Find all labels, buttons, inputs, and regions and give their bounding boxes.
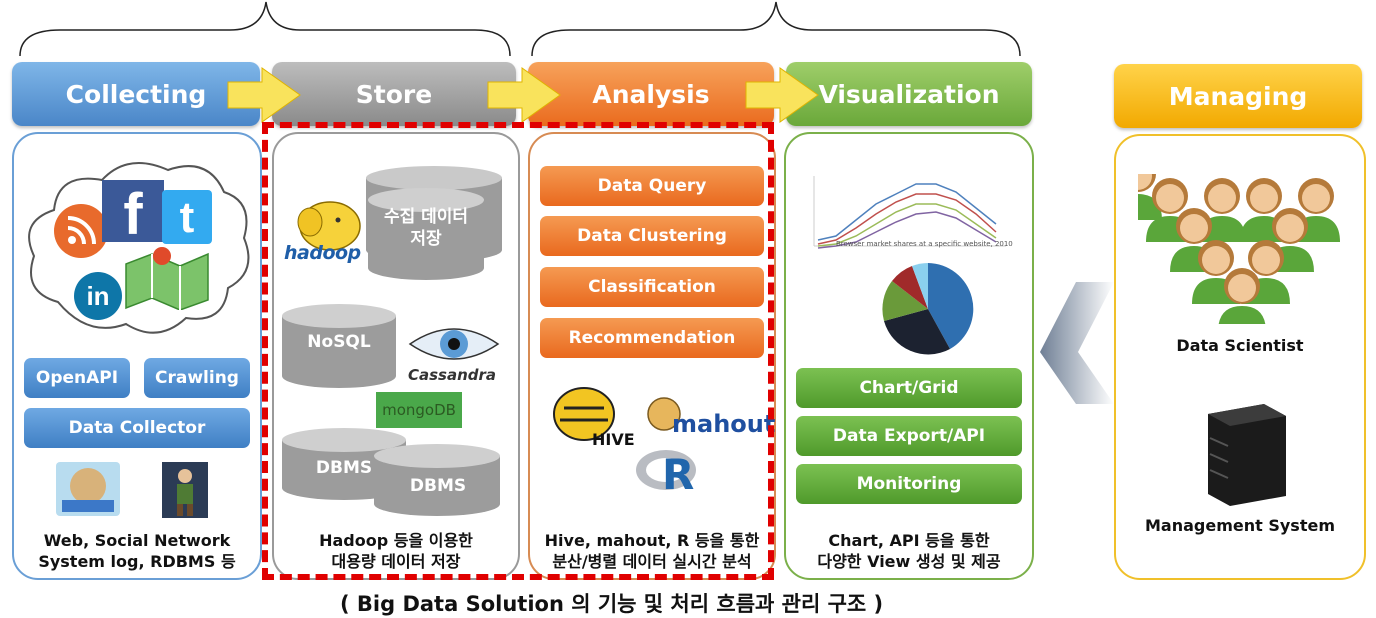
cylinder-dbms-2 (374, 444, 500, 516)
cylinder-nosql (282, 304, 396, 388)
highlight-box (262, 122, 774, 580)
cylinder-collected-data-front (368, 188, 484, 280)
pie-chart-thumbnail (882, 263, 974, 355)
flume-icon (56, 462, 120, 516)
monitoring-button[interactable]: Monitoring (796, 464, 1022, 504)
panel-managing: Data Scientist Management System (1114, 134, 1366, 580)
panel-collecting: f t in OpenAPI Crawling Data Collector W… (12, 132, 262, 580)
data-collector-button[interactable]: Data Collector (24, 408, 250, 448)
hive-logo-text: HIVE (592, 430, 635, 449)
data-export-api-button[interactable]: Data Export/API (796, 416, 1022, 456)
hive-logo-icon (553, 387, 615, 441)
map-icon (125, 247, 209, 310)
header-visualization: Visualization (786, 62, 1032, 126)
collecting-caption: Web, Social Network System log, RDBMS 등 (38, 531, 236, 571)
data-query-button[interactable]: Data Query (540, 166, 764, 206)
flow-arrows (227, 67, 819, 123)
analysis-caption: Hive, mahout, R 등을 통한 분산/병렬 데이터 실시간 분석 (544, 531, 760, 571)
header-store: Store (272, 62, 516, 126)
mahout-logo-text: mahout (672, 410, 776, 438)
linkedin-icon: in (74, 272, 122, 320)
twitter-icon: t (162, 190, 212, 244)
header-managing: Managing (1114, 64, 1362, 128)
recommendation-button[interactable]: Recommendation (540, 318, 764, 358)
cylinder-label-nosql: NoSQL (307, 332, 371, 352)
openapi-button[interactable]: OpenAPI (24, 358, 130, 398)
hadoop-logo-icon (297, 201, 361, 251)
crawler-icon (162, 462, 208, 518)
classification-button[interactable]: Classification (540, 267, 764, 307)
data-clustering-button[interactable]: Data Clustering (540, 216, 764, 256)
cassandra-logo-text: Cassandra (408, 366, 497, 384)
line-chart-thumbnail (813, 176, 1006, 249)
cylinder-label-dbms-2: DBMS (409, 476, 467, 496)
cylinder-label-dbms-1: DBMS (315, 458, 373, 478)
cassandra-eye-icon (408, 328, 500, 360)
people-group-icon (1138, 174, 1340, 324)
chart-grid-button[interactable]: Chart/Grid (796, 368, 1022, 408)
hadoop-logo-text: hadoop (284, 242, 361, 264)
arrow-icon (745, 67, 819, 123)
server-icon (1208, 404, 1286, 506)
arrow-icon (227, 67, 301, 123)
rss-icon (54, 204, 108, 258)
crawling-button[interactable]: Crawling (144, 358, 250, 398)
big-left-arrow-icon (1040, 282, 1114, 404)
panel-store: 수집 데이터 저장 hadoop NoSQL Cassandra mongoDB… (272, 132, 520, 580)
data-scientist-label: Data Scientist (1176, 336, 1304, 355)
r-logo-text: R (662, 450, 695, 499)
pie-chart-subtitle: Browser market shares at a specific webs… (836, 240, 1013, 248)
diagram-caption: ( Big Data Solution 의 기능 및 처리 흐름과 관리 구조 … (340, 592, 884, 616)
arrow-icon (487, 67, 561, 123)
r-logo-icon (636, 450, 696, 490)
top-braces (19, 1, 1021, 57)
panel-visualization: Browser market shares at a specific webs… (784, 132, 1034, 580)
header-analysis: Analysis (528, 62, 774, 126)
header-collecting: Collecting (12, 62, 260, 126)
facebook-icon: f (102, 180, 164, 247)
cylinder-label-collected: 수집 데이터 저장 (383, 207, 469, 249)
store-caption: Hadoop 등을 이용한 대용량 데이터 저장 (319, 531, 473, 571)
mahout-logo-icon (647, 397, 681, 431)
mongodb-logo: mongoDB (376, 392, 462, 428)
panel-analysis: Data Query Data Clustering Classificatio… (528, 132, 776, 580)
visualization-caption: Chart, API 등을 통한 다양한 View 생성 및 제공 (817, 531, 1001, 571)
management-system-label: Management System (1145, 516, 1335, 535)
